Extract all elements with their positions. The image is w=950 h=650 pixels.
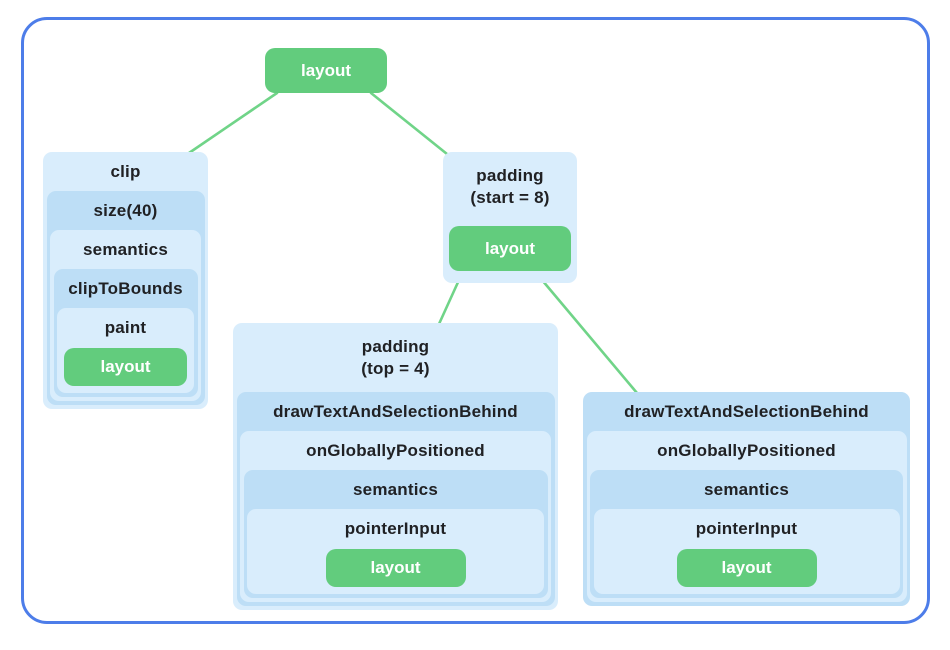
padding-start-node: padding (start = 8) layout (443, 152, 577, 283)
pointer-input-node: pointerInput layout (247, 509, 544, 594)
pointer-input-label: pointerInput (695, 519, 798, 538)
padding-top-line2: (top = 4) (361, 359, 430, 378)
size-node: size(40) semantics clipToBounds paint la… (46, 191, 205, 405)
semantics-node: semantics clipToBounds paint layout (50, 230, 201, 401)
semantics-node: semantics pointerInput layout (590, 470, 903, 598)
padding-top-node: padding (top = 4) drawTextAndSelectionBe… (233, 323, 558, 610)
on-globally-positioned-label: onGloballyPositioned (306, 441, 485, 460)
clip-to-bounds-label: clipToBounds (68, 279, 183, 298)
padding-start-line2: (start = 8) (470, 188, 550, 207)
diagram-frame (21, 17, 930, 624)
layout-leaf-node: layout (449, 226, 571, 271)
padding-top-line1: padding (361, 337, 430, 356)
draw-text-label: drawTextAndSelectionBehind (624, 402, 869, 421)
padding-start-label: padding (start = 8) (443, 152, 577, 221)
semantics-label: semantics (704, 480, 789, 499)
layout-leaf-node: layout (64, 348, 187, 386)
on-globally-positioned-label: onGloballyPositioned (657, 441, 836, 460)
semantics-node: semantics pointerInput layout (243, 470, 548, 598)
semantics-label: semantics (83, 240, 168, 259)
size-label: size(40) (93, 201, 158, 220)
pointer-input-label: pointerInput (344, 519, 447, 538)
paint-label: paint (104, 318, 147, 337)
layout-leaf-node: layout (325, 549, 466, 587)
layout-leaf-node: layout (676, 549, 817, 587)
clip-label: clip (110, 162, 141, 181)
semantics-label: semantics (353, 480, 438, 499)
clip-node: clip size(40) semantics clipToBounds pai… (43, 152, 208, 409)
root-layout-node: layout (265, 48, 387, 93)
clip-to-bounds-node: clipToBounds paint layout (53, 269, 198, 397)
paint-node: paint layout (57, 308, 194, 393)
padding-top-label: padding (top = 4) (233, 323, 558, 392)
on-globally-positioned-node: onGloballyPositioned semantics pointerIn… (240, 431, 551, 602)
draw-text-label: drawTextAndSelectionBehind (273, 402, 518, 421)
padding-start-line1: padding (476, 166, 544, 185)
draw-text-node: drawTextAndSelectionBehind onGloballyPos… (236, 392, 555, 606)
draw-text-node: drawTextAndSelectionBehind onGloballyPos… (583, 392, 910, 606)
pointer-input-node: pointerInput layout (593, 509, 900, 594)
on-globally-positioned-node: onGloballyPositioned semantics pointerIn… (586, 431, 907, 602)
